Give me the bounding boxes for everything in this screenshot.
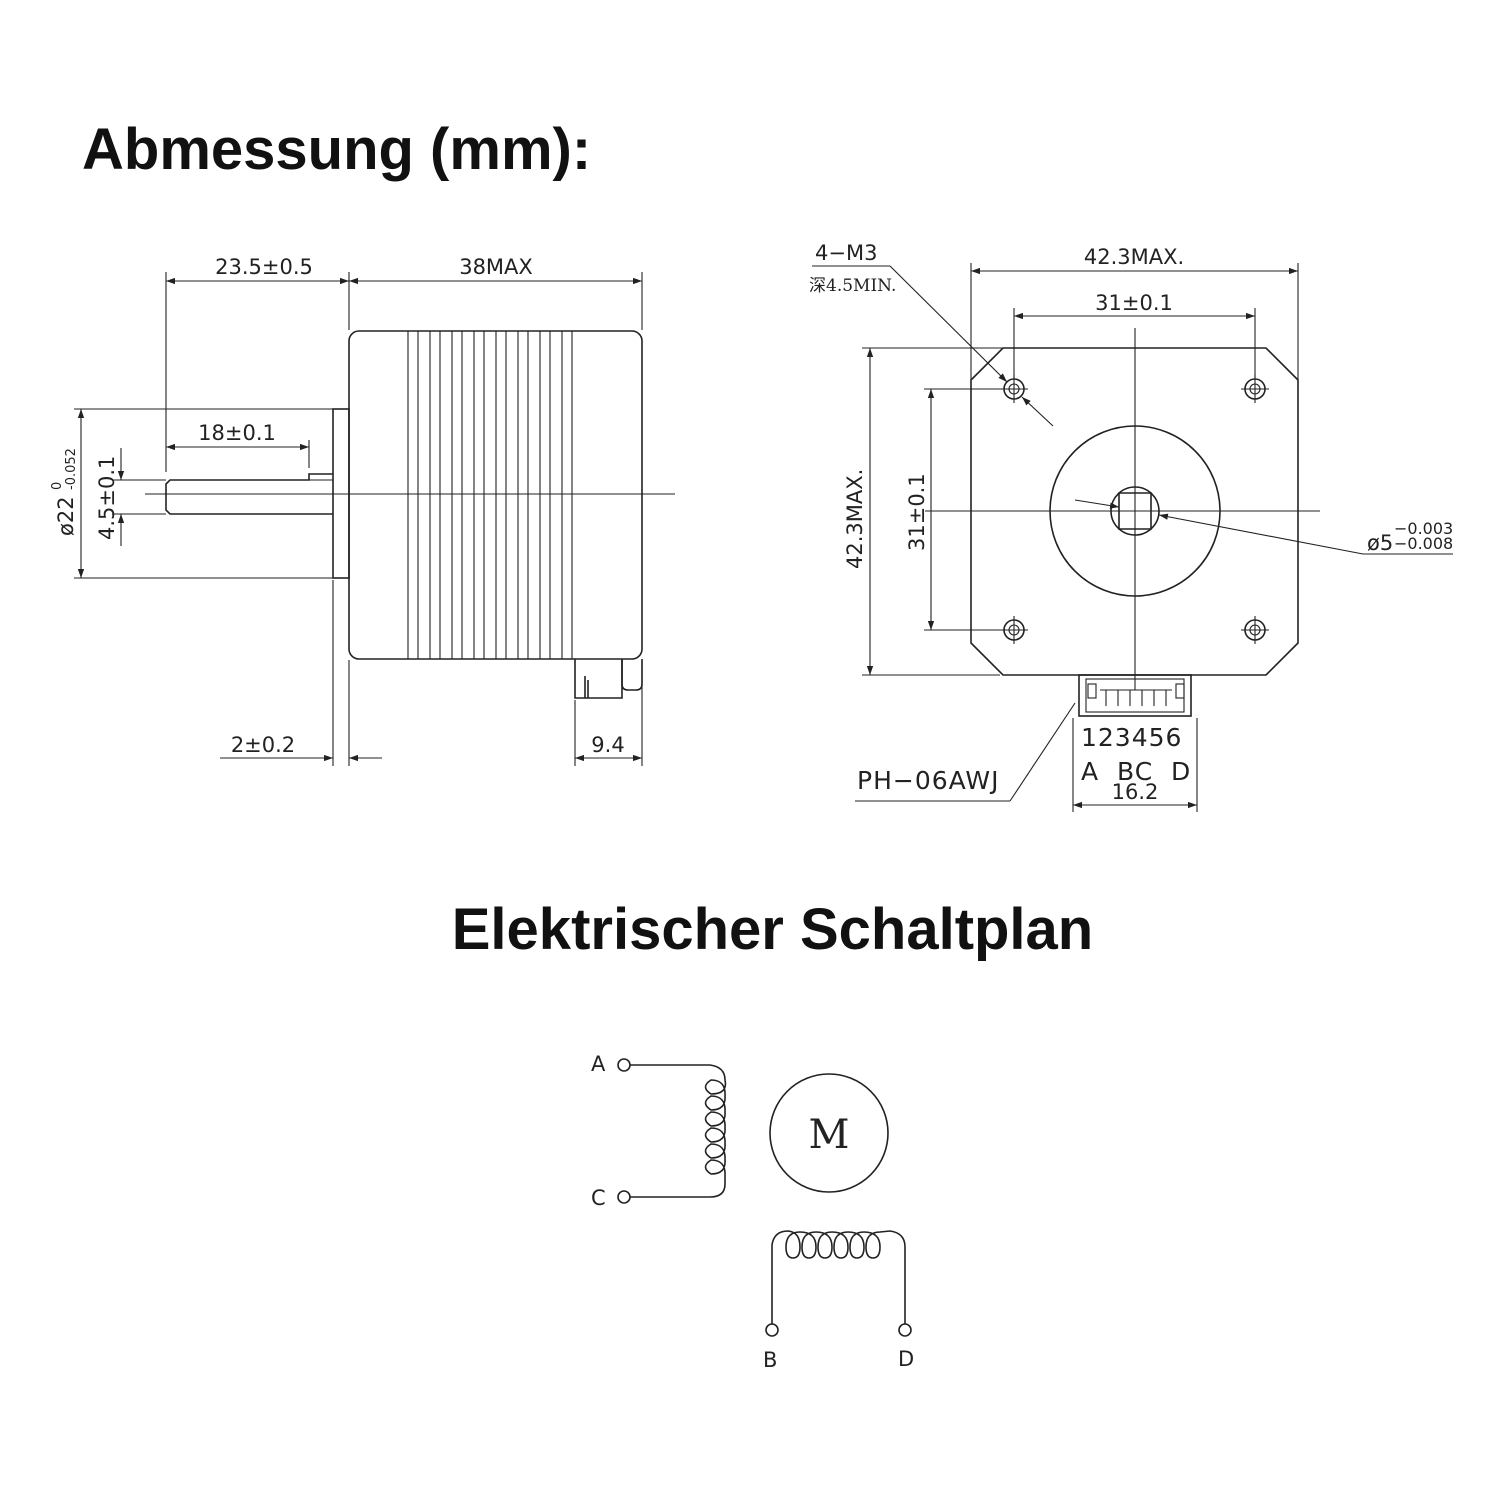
dimensions-title: Abmessung (mm): bbox=[82, 117, 592, 182]
label-connector-type: PH−06AWJ bbox=[857, 766, 999, 795]
motor-shaft bbox=[165, 473, 333, 515]
dim-boss-height: 2±0.2 bbox=[231, 733, 295, 757]
label-screw-depth: 深4.5MIN. bbox=[809, 276, 896, 296]
label-screw-spec: 4−M3 bbox=[815, 241, 877, 265]
dim-shaft-tol-upper: −0.003 bbox=[1394, 519, 1453, 538]
schematic-title: Elektrischer Schaltplan bbox=[451, 897, 1094, 962]
schematic: A C M B D bbox=[591, 1052, 914, 1372]
terminal-c-label: C bbox=[591, 1186, 606, 1210]
mounting-holes bbox=[1000, 375, 1269, 644]
terminal-d-dot bbox=[898, 1323, 912, 1337]
dim-shaft-diameter: ø5 bbox=[1367, 531, 1393, 555]
dim-width: 42.3MAX. bbox=[1084, 245, 1184, 269]
dim-hole-spacing-h: 31±0.1 bbox=[1095, 291, 1173, 315]
dim-hole-spacing-v: 31±0.1 bbox=[905, 473, 929, 551]
dim-connector-width: 16.2 bbox=[1112, 780, 1159, 804]
connector-pin-numbers: 123456 bbox=[1081, 723, 1182, 752]
coil-ac bbox=[630, 1064, 727, 1198]
terminal-c-dot bbox=[617, 1190, 631, 1204]
dim-height: 42.3MAX. bbox=[843, 469, 867, 569]
dim-boss-diameter: ø22 bbox=[54, 496, 78, 536]
connector-pin-letters: A BC D bbox=[1081, 757, 1191, 786]
motor-label: M bbox=[809, 1112, 850, 1158]
dim-shaft-length: 23.5±0.5 bbox=[215, 255, 313, 279]
motor-face-front bbox=[970, 347, 1299, 676]
coil-bd bbox=[771, 1230, 906, 1324]
connector-side bbox=[574, 659, 623, 699]
side-view: 23.5±0.5 38MAX 18±0.1 ø22 0 -0.052 4.5±0… bbox=[50, 255, 675, 766]
connector-front bbox=[1078, 674, 1192, 717]
dim-flat-length: 18±0.1 bbox=[198, 421, 276, 445]
motor-symbol bbox=[769, 1073, 889, 1193]
terminal-b-dot bbox=[765, 1323, 779, 1337]
dim-boss-tol-lower: -0.052 bbox=[64, 448, 79, 490]
front-view: 4−M3 深4.5MIN. 42.3MAX. 31±0.1 42.3MAX. 3… bbox=[809, 241, 1453, 812]
body-fins bbox=[407, 331, 573, 659]
dim-boss-tol-upper: 0 bbox=[50, 482, 65, 490]
terminal-d-label: D bbox=[898, 1347, 914, 1371]
dim-connector-depth: 9.4 bbox=[591, 733, 624, 757]
dim-shaft-tol-lower: −0.008 bbox=[1394, 534, 1453, 553]
terminal-a-label: A bbox=[591, 1052, 606, 1076]
terminal-b-label: B bbox=[763, 1348, 777, 1372]
terminal-a-dot bbox=[617, 1058, 631, 1072]
dim-flat-depth: 4.5±0.1 bbox=[95, 456, 119, 540]
dim-body-length: 38MAX bbox=[459, 255, 533, 279]
